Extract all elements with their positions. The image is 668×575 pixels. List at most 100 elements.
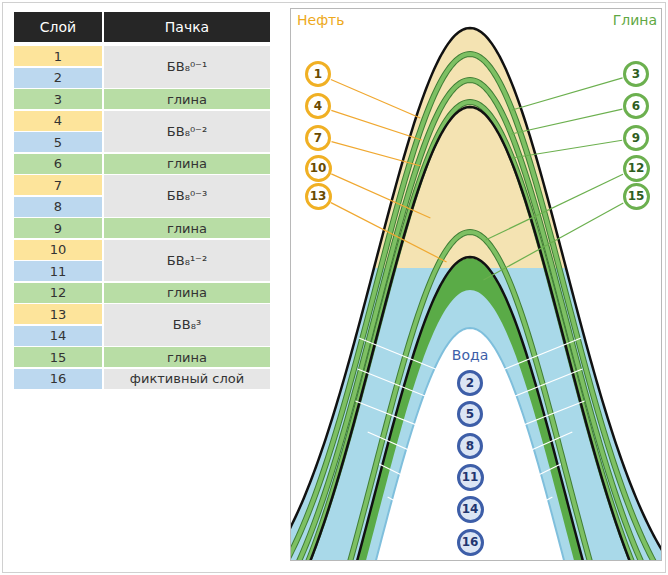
layer-cell: 3 [14,89,102,109]
leader-line [512,140,622,158]
callout-number: 8 [466,439,474,453]
oil-callout: 13 [305,183,332,210]
cell-text: 4 [54,113,62,128]
layer-cell: 1 [14,46,102,66]
callout-number: 13 [310,189,327,203]
zone-heading-text: Нефть [297,12,345,28]
leader-line [483,369,582,409]
zone-heading: Нефть [297,10,345,29]
water-callout: 8 [457,433,483,459]
leader-line [483,203,623,280]
cell-text: 16 [50,371,67,386]
callout-number: 2 [466,376,474,390]
pack-cell: БВ₈³ [104,304,270,346]
leader-line [355,401,457,441]
layer-cell: 6 [14,154,102,174]
cell-text: БВ₈³ [173,317,201,332]
layer-cell: 15 [14,347,102,367]
cell-text: глина [167,350,207,365]
header-text: Слой [40,19,76,35]
leader-line [331,174,430,218]
leader-line [483,401,585,441]
pack-cell: глина [104,218,270,238]
clay-callout: 15 [623,183,650,210]
clay-callout: 9 [623,125,649,151]
callout-number: 5 [466,407,474,421]
pack-cell: глина [104,89,270,109]
pack-cell: глина [104,283,270,303]
header-text: Пачка [165,19,209,35]
cell-text: БВ₈¹⁻² [167,253,207,268]
callout-number: 11 [462,470,479,484]
cell-text: 10 [50,242,67,257]
boundary-line [291,257,661,560]
layer-cell: 12 [14,283,102,303]
water-callout: 5 [457,401,483,427]
pack-cell: глина [104,154,270,174]
leader-line [331,110,421,140]
layer-cell: 2 [14,68,102,88]
leader-line [331,203,447,262]
cell-text: глина [167,92,207,107]
callout-number: 1 [314,67,322,81]
callout-number: 3 [632,67,640,81]
table-header: Пачка [104,12,270,42]
callout-number: 15 [628,189,645,203]
layer-cell: 11 [14,261,102,281]
clay-callout: 3 [623,61,649,87]
cell-text: 3 [54,92,62,107]
callout-number: 12 [628,161,645,175]
cell-text: БВ₈⁰⁻² [167,124,207,139]
cell-text: глина [167,156,207,171]
oil-callout: 4 [305,93,331,119]
cell-text: 1 [54,49,62,64]
water-callout: 14 [457,496,484,523]
layer-cell: 13 [14,304,102,324]
table-header: Слой [14,12,102,42]
callout-number: 6 [632,99,640,113]
water-callout: 16 [457,529,484,556]
callout-number: 10 [310,161,327,175]
leader-line [486,174,623,240]
oil-callout: 10 [305,155,332,182]
pack-cell: фиктивный слой [104,369,270,389]
layer-cell: 10 [14,240,102,260]
clay-callout: 6 [623,93,649,119]
layer-cell: 8 [14,197,102,217]
oil-callout: 7 [305,125,331,151]
layer-cell: 5 [14,132,102,152]
leader-line [331,80,420,118]
cell-text: БВ₈⁰⁻³ [167,188,207,203]
zone-heading: Вода [452,345,488,364]
leader-line [512,78,623,110]
callout-number: 9 [632,131,640,145]
cell-text: 2 [54,70,62,85]
cell-text: 5 [54,135,62,150]
layer-cell: 16 [14,369,102,389]
leader-line [388,497,458,535]
cell-text: 7 [54,178,62,193]
pack-cell: БВ₈⁰⁻² [104,111,270,153]
cell-text: 15 [50,350,67,365]
water-callout: 2 [457,370,483,396]
leader-line [379,464,457,503]
cell-text: БВ₈⁰⁻¹ [167,59,207,74]
leader-line [483,464,561,503]
cell-text: 9 [54,221,62,236]
cell-text: фиктивный слой [130,371,244,386]
oil-zone [291,9,661,268]
cell-text: 12 [50,285,67,300]
pack-cell: БВ₈⁰⁻¹ [104,46,270,88]
leader-line [332,142,421,166]
callout-number: 4 [314,99,322,113]
cell-text: 11 [50,264,67,279]
callout-number: 14 [462,502,479,516]
oil-callout: 1 [305,61,331,87]
pack-cell: БВ₈⁰⁻³ [104,175,270,217]
leader-line [483,338,581,378]
cell-text: 14 [50,328,67,343]
leader-line [511,109,622,134]
cell-text: 13 [50,307,67,322]
layer-cell: 7 [14,175,102,195]
clay-callout: 12 [623,155,650,182]
